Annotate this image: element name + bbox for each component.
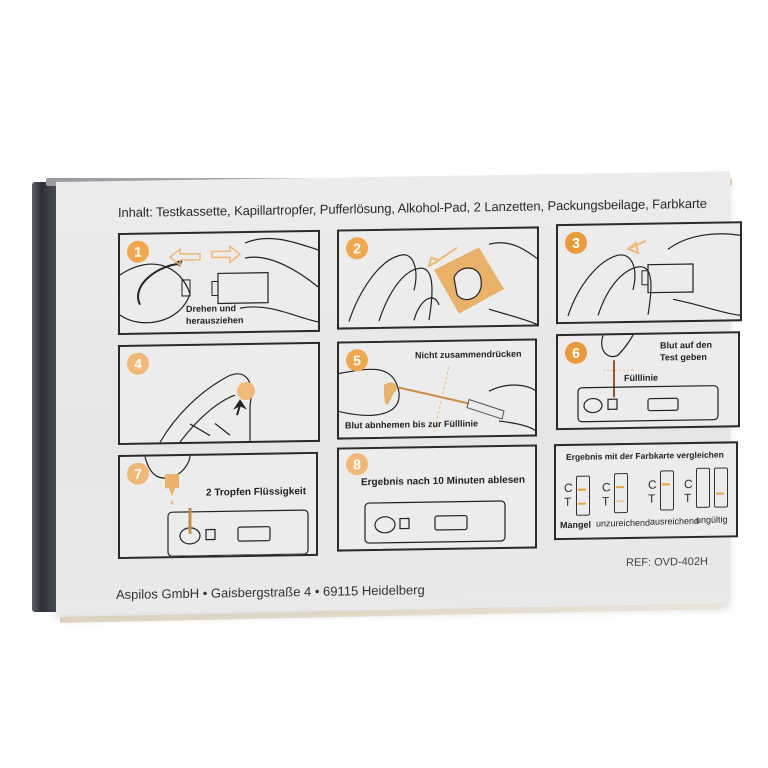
result-label-ausreichend: ausreichend [650,515,700,527]
result-strip-ungueltig-2 [714,467,728,508]
step-7-text: 2 Tropfen Flüssigkeit [206,486,307,499]
result-card-title: Ergebnis mit der Farbkarte vergleichen [566,449,724,462]
result-strip-unzureichend [614,473,628,514]
step-6-text-line-1: Blut auf den [660,339,712,351]
result-3-t-label: T [648,491,656,506]
result-2-t-label: T [602,494,610,509]
step-5-text-bottom: Blut abnhemen bis zur Fülllinie [345,418,479,431]
box-side-panel [32,182,56,612]
test-kit-box: Inhalt: Testkassette, Kapillartropfer, P… [32,171,742,618]
step-5-text-top: Nicht zusammendrücken [415,348,522,361]
step-6-panel: 6 Blut auf den Test geben Fülllinie [556,331,740,431]
step-8-panel: 8 Ergebnis nach 10 Minuten ablesen [337,444,537,552]
result-2-c-label: C [602,480,611,495]
step-6-illustration [577,334,719,423]
step-5-illustration [339,366,535,433]
step-2-illustration [348,242,537,325]
step-8-illustration [364,500,506,544]
step-3-panel: 3 [556,221,742,325]
result-4-c-label: C [684,476,693,492]
result-label-mangel: Mangel [560,519,592,531]
result-3-c-label: C [648,477,657,492]
result-strip-ungueltig-1 [696,467,710,508]
step-6-text-line-2: Test geben [660,351,707,363]
manufacturer-address: Aspilos GmbH • Gaisbergstraße 4 • 69115 … [116,582,425,603]
result-1-c-label: C [564,480,573,496]
step-7-illustration [144,455,309,557]
contents-line: Inhalt: Testkassette, Kapillartropfer, P… [118,195,707,221]
step-2-panel: 2 [337,226,539,330]
step-3-illustration [567,233,740,317]
result-label-unzureichend: unzureichend [596,517,651,529]
step-6-fill-label: Fülllinie [624,372,659,384]
ref-number: REF: OVD-402H [626,555,708,570]
step-7-panel: 7 2 Tropfen Flüssigkeit [118,451,318,560]
result-card-panel: Ergebnis mit der Farbkarte vergleichen C… [554,441,738,541]
step-1-panel: 1 Drehen und herausziehen [118,229,320,336]
step-5-panel: 5 Nicht zusammendrücken Blut abnhemen bi… [337,338,537,440]
step-1-text-line-2: herausziehen [186,315,244,326]
result-strip-mangel [576,475,590,516]
box-back-face: Inhalt: Testkassette, Kapillartropfer, P… [56,171,742,614]
result-strip-ausreichend [660,470,674,511]
result-4-t-label: T [684,491,692,506]
step-1-text-line-1: Drehen und [186,303,237,314]
step-1-illustration [120,237,318,324]
result-1-t-label: T [564,494,572,510]
result-label-ungueltig: ungültig [696,514,728,525]
step-4-illustration [159,373,255,443]
step-4-panel: 4 [118,341,320,446]
